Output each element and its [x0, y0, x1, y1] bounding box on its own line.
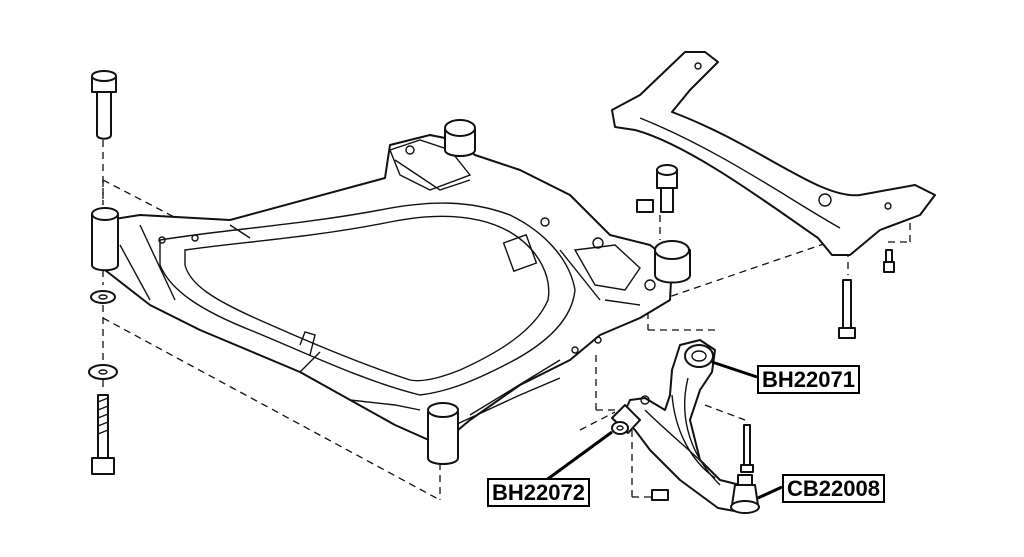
callout-cb22008: CB22008 [782, 474, 885, 503]
stabilizer-bar [611, 51, 936, 256]
cb22008-leader-line [757, 485, 783, 500]
bh22071-leader-line [711, 360, 758, 379]
front-subframe [94, 134, 673, 446]
subframe-bushings [91, 119, 691, 465]
callout-bh22071: BH22071 [757, 365, 860, 394]
lower-control-arm [621, 339, 753, 513]
bh22072-leader-line [544, 430, 613, 483]
bushing-bh22072 [611, 404, 641, 435]
bushing-bh22071 [684, 344, 714, 368]
ball-joint-cb22008 [651, 424, 760, 514]
callout-bh22072: BH22072 [487, 478, 590, 507]
subframe-mounting-bolts [88, 70, 895, 475]
